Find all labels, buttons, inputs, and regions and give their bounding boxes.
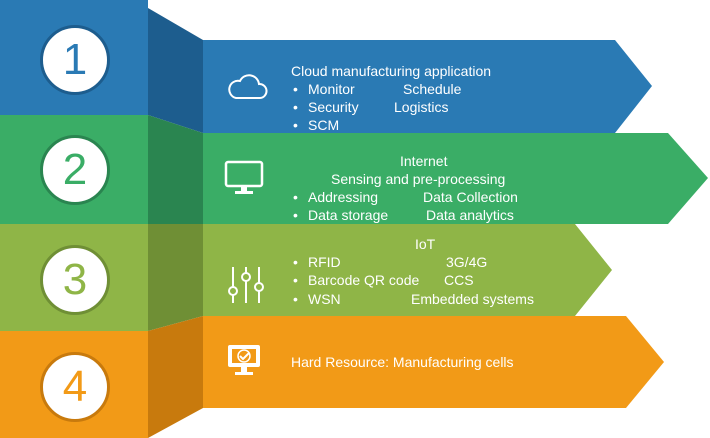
layer-4-fold <box>148 316 203 438</box>
layer-2-subtitle: Sensing and pre-processing <box>331 171 506 187</box>
layer-3-item: WSN <box>293 290 341 308</box>
layer-3-title: IoT <box>415 236 436 252</box>
layer-2-number: 2 <box>40 135 110 205</box>
layer-1-item: SCM <box>293 116 339 134</box>
layer-4-number: 4 <box>40 352 110 422</box>
layer-1-item: Monitor <box>293 80 355 98</box>
layer-1-item: Schedule <box>403 81 462 97</box>
layer-4-title: Hard Resource: Manufacturing cells <box>291 354 514 370</box>
layer-2-fold <box>148 115 203 224</box>
layer-2-item: Data storage <box>293 206 388 224</box>
cloud-icon <box>228 74 268 99</box>
sliders-icon <box>228 267 264 303</box>
layer-1-fold <box>148 8 203 133</box>
layer-2-item: Data analytics <box>426 207 514 223</box>
monitor-icon <box>224 160 264 194</box>
layer-3-number: 3 <box>40 245 110 315</box>
layer-3-item: CCS <box>444 272 474 288</box>
layer-3-fold <box>148 224 203 331</box>
monitor-check-icon <box>228 345 260 375</box>
layer-3-item: 3G/4G <box>446 254 488 270</box>
layer-3-item: Embedded systems <box>411 291 534 307</box>
layer-2-item: Data Collection <box>423 189 518 205</box>
layer-3-item: Barcode QR code <box>293 271 419 289</box>
layer-2-item: Addressing <box>293 188 378 206</box>
layer-1-item: Security <box>293 98 358 116</box>
layer-1-number: 1 <box>40 25 110 95</box>
layer-3-item: RFID <box>293 253 341 271</box>
layer-2-title: Internet <box>400 153 448 169</box>
layer-1-title: Cloud manufacturing application <box>291 63 492 79</box>
layer-1-item: Logistics <box>394 99 449 115</box>
